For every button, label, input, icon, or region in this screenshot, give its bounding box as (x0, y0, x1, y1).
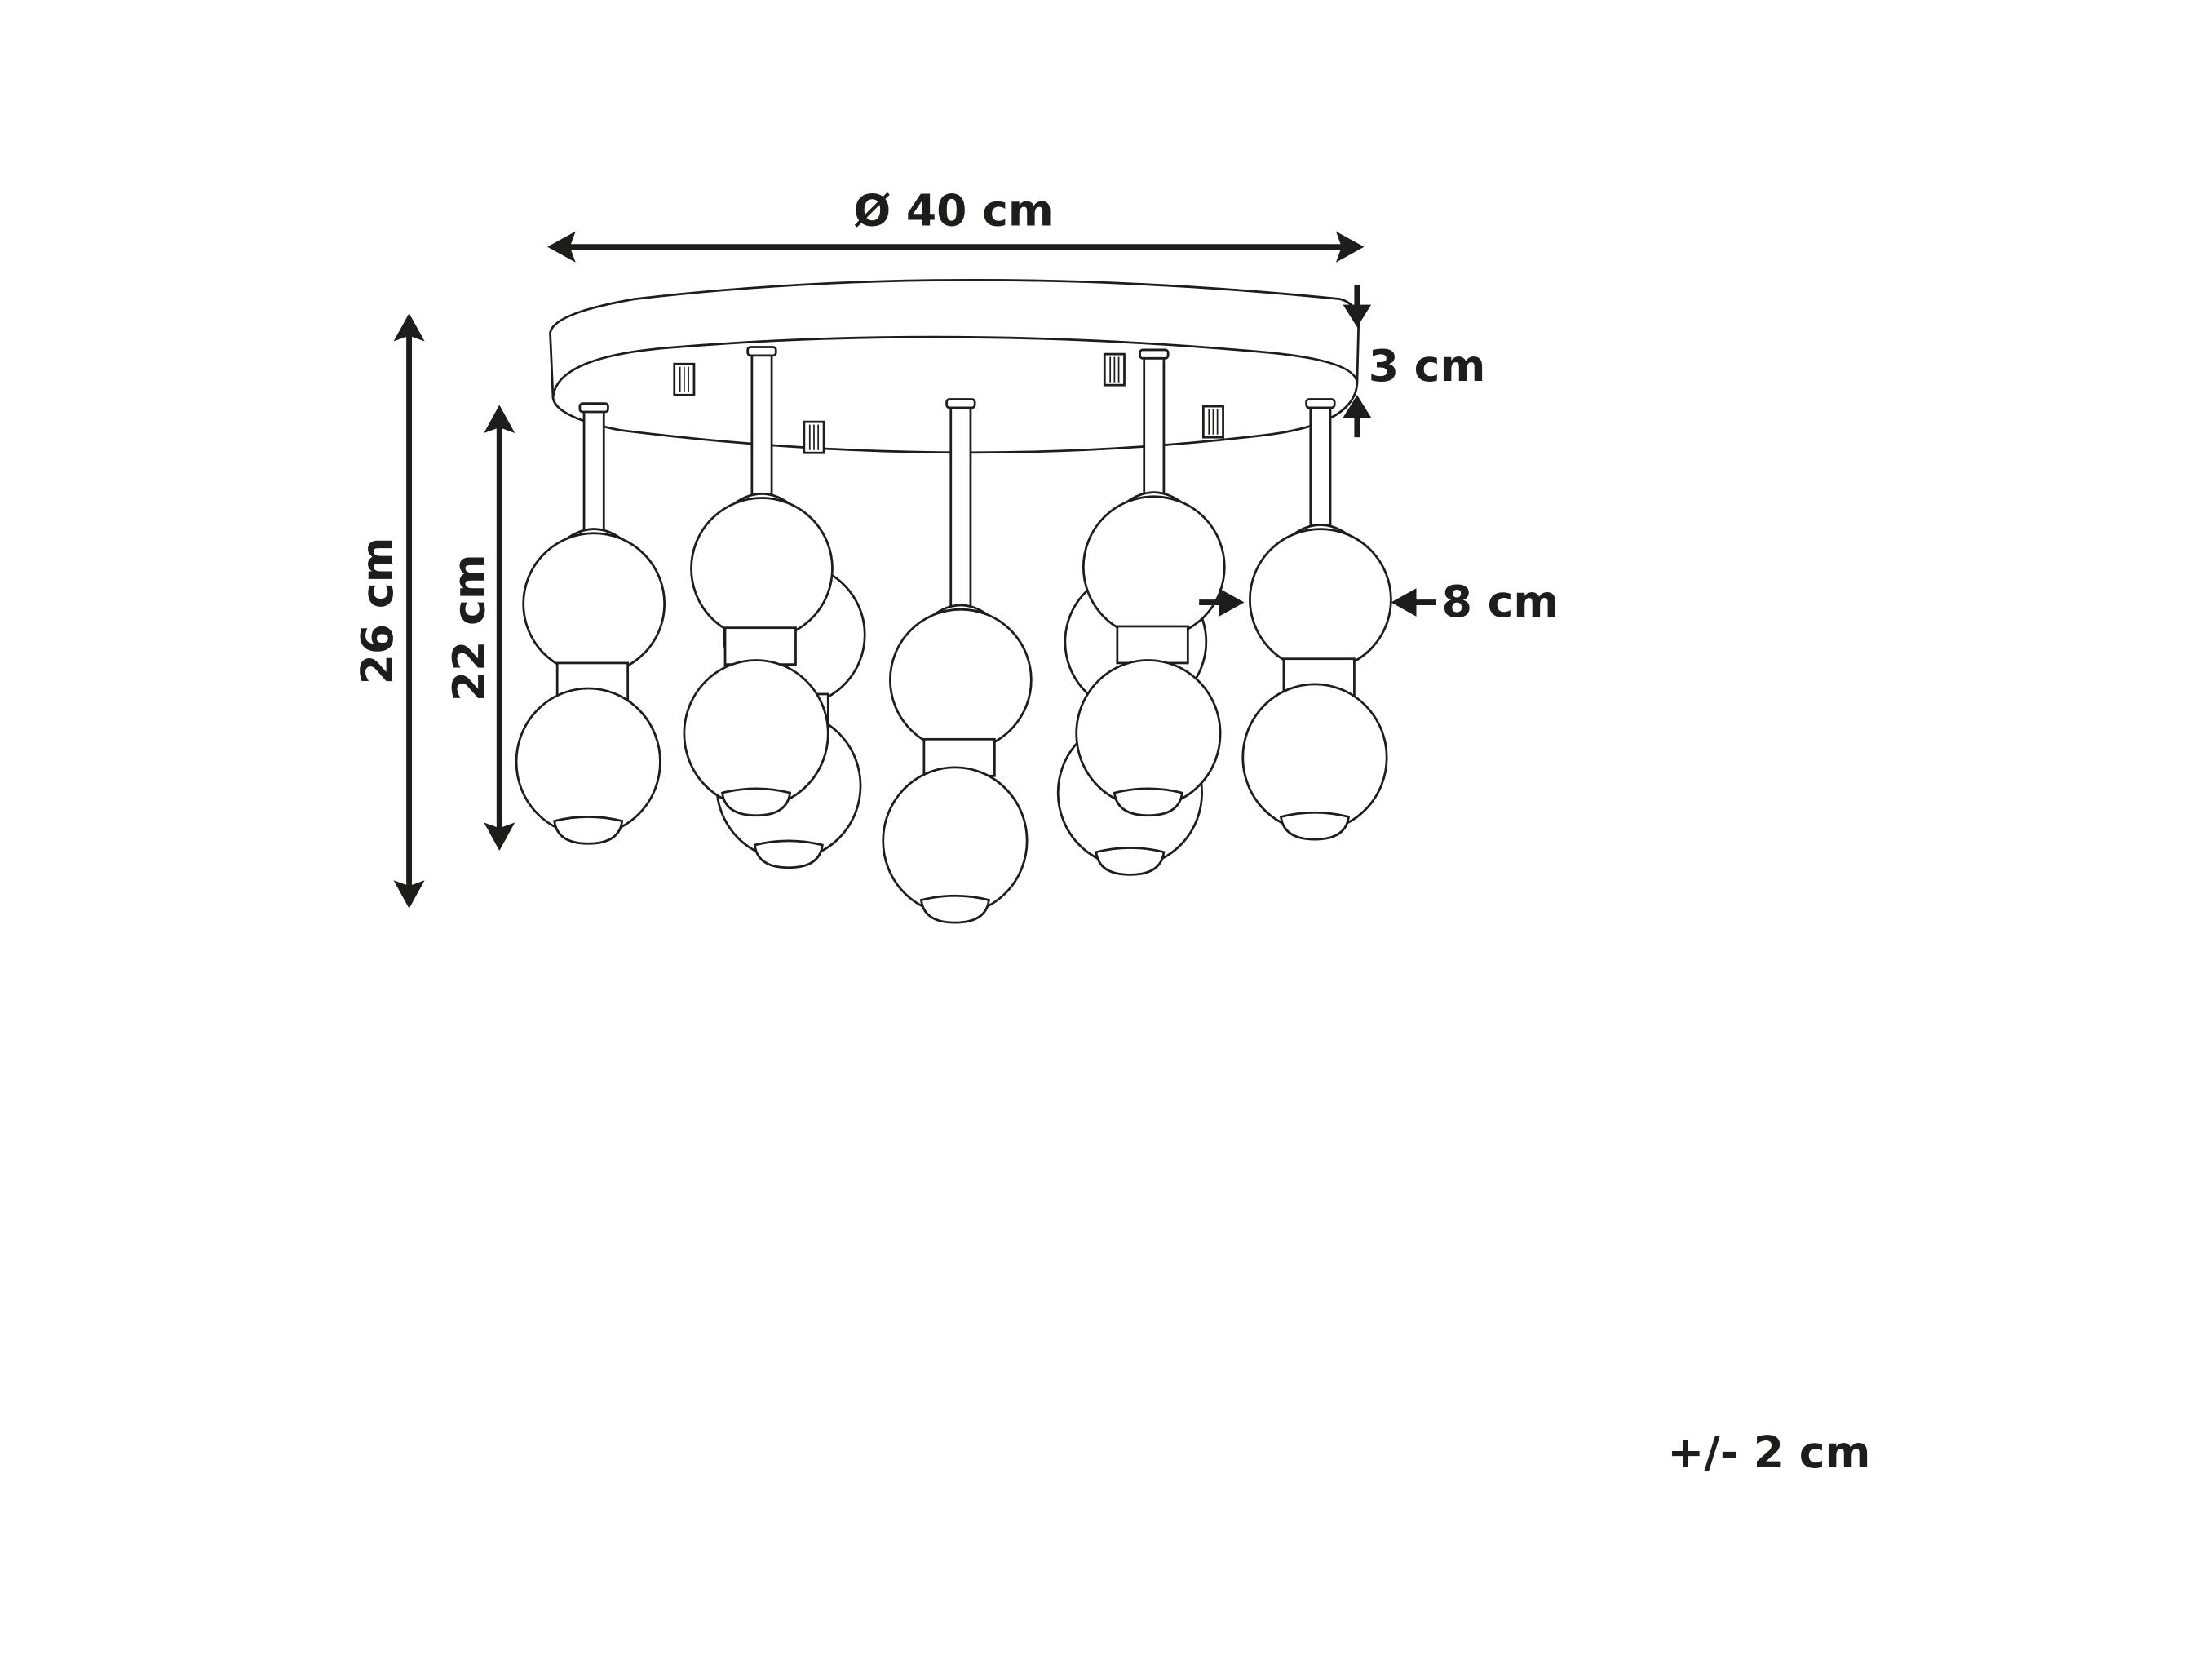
pendant-light (1241, 398, 1392, 841)
globe-tip (1279, 811, 1351, 841)
pendant-light (683, 346, 834, 817)
globe-tip (919, 894, 990, 924)
globe (1241, 683, 1388, 833)
pendant-height-dimension: 22 cm (443, 405, 515, 851)
rod-cap (1139, 348, 1170, 360)
globe (522, 532, 666, 676)
globe (683, 659, 830, 808)
globe-tip (1113, 787, 1183, 817)
globe (1075, 659, 1222, 808)
screw (1201, 405, 1224, 439)
globe (1082, 495, 1226, 639)
pendant-rod (750, 352, 773, 508)
pendant-height-label: 22 cm (443, 554, 494, 701)
pendant-light (882, 398, 1033, 924)
pendant-light (1075, 348, 1226, 817)
diameter-dimension: Ø 40 cm (547, 185, 1365, 263)
globe (1249, 528, 1392, 671)
globe-tip (753, 839, 824, 869)
globe (690, 497, 834, 640)
globe-tip (1095, 847, 1166, 876)
diameter-label: Ø 40 cm (854, 185, 1054, 237)
screw (803, 420, 825, 454)
globe (515, 687, 661, 837)
globe-connector (1116, 625, 1189, 665)
globe-width-dimension: 8 cm (1199, 576, 1559, 627)
globe-tip (553, 816, 624, 845)
canopy-height-dimension: 3 cm (1343, 285, 1486, 438)
globe (888, 608, 1033, 752)
globe (882, 766, 1029, 916)
screw (673, 362, 696, 396)
rod-cap (945, 398, 976, 409)
rod-cap (578, 402, 609, 414)
pendant-rod (949, 404, 972, 619)
globe-width-label: 8 cm (1442, 576, 1559, 627)
tolerance-note: +/- 2 cm (1667, 1427, 1870, 1478)
rod-cap (1305, 398, 1336, 409)
pendant-light (515, 402, 666, 845)
pendant-rod (582, 408, 605, 543)
rod-cap (746, 346, 777, 357)
canopy-height-label: 3 cm (1369, 340, 1486, 392)
pendant-rod (1309, 404, 1332, 539)
total-height-dimension: 26 cm (352, 312, 425, 909)
pendant-rod (1143, 354, 1166, 507)
globe-connector (723, 626, 797, 666)
globe-tip (721, 787, 792, 817)
screw (1103, 352, 1126, 387)
total-height-label: 26 cm (352, 537, 403, 684)
front-pendants (515, 346, 1392, 924)
